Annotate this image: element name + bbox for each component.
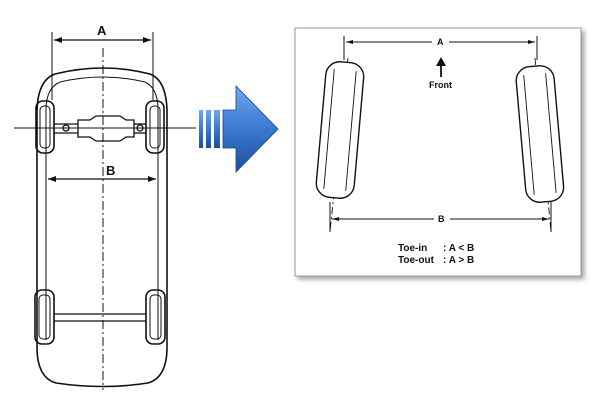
car-label-a: A xyxy=(97,23,107,38)
toe-label-a: A xyxy=(437,37,444,47)
car-label-b: B xyxy=(106,163,115,178)
arrow-right-icon xyxy=(199,85,279,173)
car-top-view xyxy=(14,32,196,390)
toe-label-b: B xyxy=(438,214,445,224)
arrow-up-icon xyxy=(436,57,446,77)
front-right-wheel xyxy=(145,100,165,154)
dimension-b-toe xyxy=(329,202,552,232)
toe-out-label: Toe-out xyxy=(398,255,435,266)
steering-linkage xyxy=(54,115,146,142)
toe-out-rule: : A > B xyxy=(443,255,474,266)
toe-left-tire xyxy=(315,61,365,199)
dimension-a-toe xyxy=(343,36,538,60)
car-body-outline xyxy=(36,67,168,388)
rear-left-wheel xyxy=(34,289,55,345)
toe-in-rule: : A < B xyxy=(443,243,474,254)
front-left-wheel xyxy=(35,100,55,154)
toe-diagram xyxy=(315,36,565,233)
toe-legend: Toe-in : A < B Toe-out : A > B xyxy=(398,243,474,266)
dimension-b-car xyxy=(45,160,159,188)
toe-in-label: Toe-in xyxy=(398,243,427,254)
rear-axle xyxy=(54,313,146,322)
front-label: Front xyxy=(429,80,452,90)
toe-right-tire xyxy=(515,65,565,203)
rear-right-wheel xyxy=(145,289,166,345)
